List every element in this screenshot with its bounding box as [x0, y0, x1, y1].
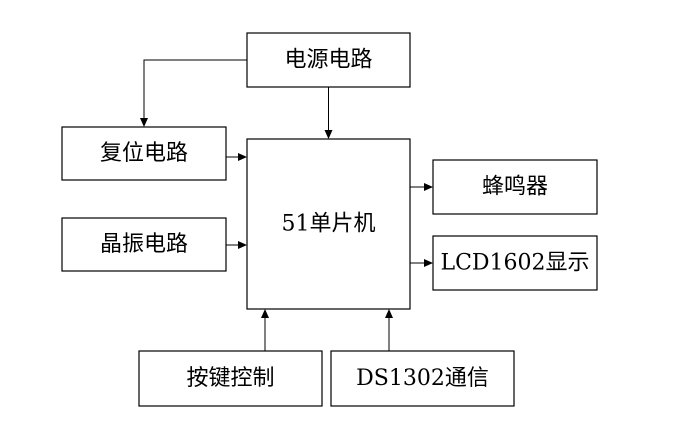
rtc-comm-label: DS1302通信: [356, 366, 489, 391]
arrow-power-to-reset: [140, 59, 247, 127]
mcu-block: 51单片机: [246, 138, 411, 310]
arrow-power-to-mcu: [324, 87, 333, 139]
lcd-display-label: LCD1602显示: [440, 251, 589, 276]
key-control-block: 按键控制: [138, 350, 323, 407]
rtc-comm-block: DS1302通信: [330, 350, 515, 407]
power-circuit-block: 电源电路: [246, 32, 411, 88]
crystal-circuit-label: 晶振电路: [100, 232, 188, 257]
buzzer-label: 蜂鸣器: [482, 175, 548, 200]
arrow-reset-to-mcu: [226, 153, 247, 161]
arrow-rtc-to-mcu: [385, 309, 393, 351]
buzzer-block: 蜂鸣器: [432, 159, 598, 215]
power-circuit-label: 电源电路: [284, 48, 372, 73]
key-control-label: 按键控制: [186, 366, 274, 391]
mcu-label: 51单片机: [282, 212, 376, 237]
arrow-mcu-to-lcd: [410, 259, 433, 267]
arrow-crystal-to-mcu: [226, 241, 247, 249]
crystal-circuit-block: 晶振电路: [61, 217, 227, 272]
lcd-display-block: LCD1602显示: [432, 235, 598, 291]
arrow-mcu-to-buzzer: [410, 183, 433, 191]
arrow-keys-to-mcu: [261, 309, 269, 351]
reset-circuit-block: 复位电路: [61, 126, 227, 181]
reset-circuit-label: 复位电路: [100, 141, 188, 166]
